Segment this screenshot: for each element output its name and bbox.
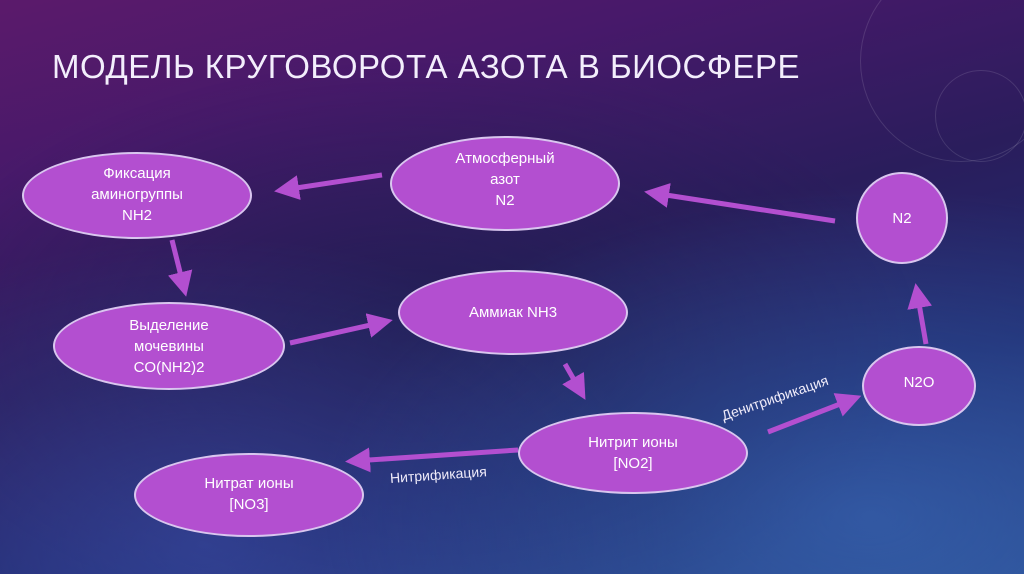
arrow-n2o-to-n2 — [907, 283, 933, 345]
node-nitrite-line2: [NO2] — [613, 455, 653, 472]
node-fix-line3: NH2 — [121, 207, 152, 224]
arrow-ammonia-to-nitrite — [562, 362, 586, 400]
node-ammonia: Аммиак NH3 — [398, 270, 628, 355]
node-nitrate: Нитрат ионы [NO3] — [134, 453, 364, 537]
node-urea-line1: Выделение — [129, 317, 209, 334]
node-ammonia-label: Аммиак NH3 — [468, 304, 558, 321]
node-urea-line3: CO(NH2)2 — [133, 359, 205, 376]
node-n2: N2 — [856, 172, 948, 264]
node-n2o-label: N2O — [903, 374, 935, 391]
decorative-arc — [935, 70, 1024, 162]
node-fix-line1: Фиксация — [103, 165, 171, 182]
slide-title: МОДЕЛЬ КРУГОВОРОТА АЗОТА В БИОСФЕРЕ — [52, 48, 800, 85]
node-atm-line1: Атмосферный — [455, 150, 555, 167]
node-atm-line2: азот — [490, 171, 520, 188]
node-atm-line3: N2 — [495, 192, 515, 209]
node-nitrite-line1: Нитрит ионы — [588, 434, 678, 451]
node-urea-line2: мочевины — [134, 338, 204, 355]
node-n2o: N2O — [862, 346, 976, 426]
node-nitrate-line2: [NO3] — [229, 496, 269, 513]
arrow-nitrite-to-n2o — [767, 393, 862, 435]
node-fix-line2: аминогруппы — [91, 186, 183, 203]
node-urea: Выделение мочевины CO(NH2)2 — [53, 302, 285, 390]
arrow-fix-to-urea — [167, 239, 193, 297]
arrow-nitrite-to-nitrate — [345, 447, 519, 473]
node-nitrite: Нитрит ионы [NO2] — [518, 412, 748, 494]
arrow-urea-to-ammonia — [289, 313, 393, 346]
node-amino-fixation: Фиксация аминогруппы NH2 — [22, 152, 252, 239]
arrow-n2-to-atm — [644, 183, 836, 224]
arrow-atm-to-fix — [274, 172, 383, 200]
node-n2-label: N2 — [892, 210, 912, 227]
node-nitrate-line1: Нитрат ионы — [204, 475, 294, 492]
node-atmospheric-nitrogen: Атмосферный азот N2 — [390, 136, 620, 231]
